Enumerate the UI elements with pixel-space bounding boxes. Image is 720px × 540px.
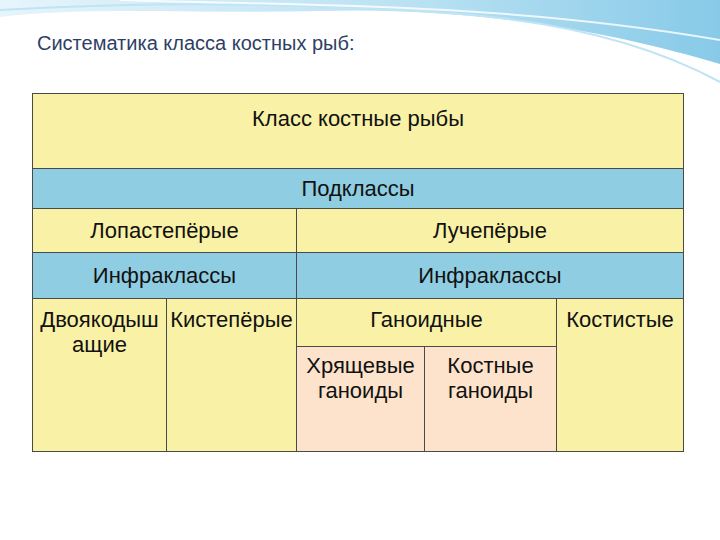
infraclass-cell: Костистые xyxy=(557,299,684,452)
infraclass-cell: Кистепёрые xyxy=(167,299,297,452)
cell-label: Инфраклассы xyxy=(33,263,296,288)
cell-label: Костистые xyxy=(557,307,683,332)
subclass-cell: Лучепёрые xyxy=(297,209,684,253)
cell-label: Лопастепёрые xyxy=(33,218,296,243)
class-band: Класс костные рыбы xyxy=(33,94,684,169)
superorder-cell: Хрящевые ганоиды xyxy=(297,346,425,451)
infraclass-header: Инфраклассы xyxy=(297,253,684,299)
top-wave xyxy=(0,0,720,64)
cell-label: Двоякодышащие xyxy=(33,307,166,358)
subclass-cell: Лопастепёрые xyxy=(33,209,297,253)
cell-label: Лучепёрые xyxy=(297,218,683,243)
cell-label: Подклассы xyxy=(33,176,683,201)
infraclass-cell: Двоякодышащие xyxy=(33,299,167,452)
subclass-header: Подклассы xyxy=(33,169,684,209)
cell-label: Ганоидные xyxy=(297,307,556,332)
cell-label: Кистепёрые xyxy=(167,307,296,332)
wave-line xyxy=(0,4,720,82)
cell-label: Костные ганоиды xyxy=(425,353,556,404)
cell-label: Инфраклассы xyxy=(297,263,683,288)
superorder-cell: Костные ганоиды xyxy=(425,346,556,451)
infraclass-header: Инфраклассы xyxy=(33,253,297,299)
slide-title: Систематика класса костных рыб: xyxy=(37,32,355,55)
infraclass-group: ГаноидныеХрящевые ганоидыКостные ганоиды xyxy=(297,299,557,452)
cell-label: Хрящевые ганоиды xyxy=(297,353,424,404)
cell-label: Класс костные рыбы xyxy=(33,106,683,131)
table-frame: Класс костные рыбыПодклассыЛопастепёрыеЛ… xyxy=(32,93,684,452)
